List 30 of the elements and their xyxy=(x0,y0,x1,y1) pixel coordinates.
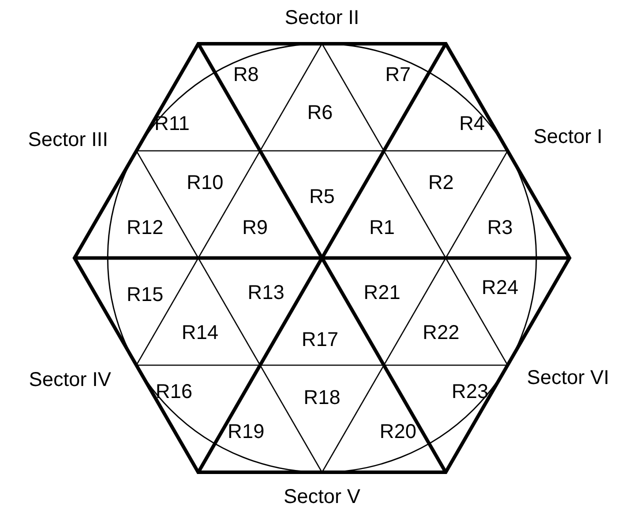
sector-label: Sector V xyxy=(284,487,360,507)
region-label: R2 xyxy=(428,173,454,193)
region-label: R8 xyxy=(233,65,259,85)
region-label: R21 xyxy=(364,283,400,303)
region-label: R19 xyxy=(228,422,264,442)
region-label: R24 xyxy=(482,278,518,298)
region-label: R13 xyxy=(248,283,284,303)
region-label: R9 xyxy=(242,218,268,238)
region-label: R17 xyxy=(302,330,338,350)
sector-label: Sector I xyxy=(534,127,602,147)
region-label: R16 xyxy=(156,382,192,402)
sector-label: Sector III xyxy=(28,130,108,150)
region-label: R5 xyxy=(309,187,335,207)
region-label: R15 xyxy=(126,285,164,305)
region-label: R14 xyxy=(182,323,218,343)
region-label: R6 xyxy=(307,103,333,123)
sector-label: Sector IV xyxy=(28,370,112,390)
region-label: R4 xyxy=(459,114,485,134)
region-label: R20 xyxy=(380,422,416,442)
region-label: R18 xyxy=(304,388,340,408)
region-label: R3 xyxy=(487,218,513,238)
region-label: R1 xyxy=(369,218,395,238)
region-label: R11 xyxy=(154,114,190,134)
region-label: R22 xyxy=(422,323,460,343)
region-label: R10 xyxy=(186,173,224,193)
region-label: R7 xyxy=(385,65,411,85)
region-label: R23 xyxy=(452,382,488,402)
region-label: R12 xyxy=(126,218,164,238)
sector-label: Sector VI xyxy=(526,368,610,388)
sector-label: Sector II xyxy=(284,8,360,28)
